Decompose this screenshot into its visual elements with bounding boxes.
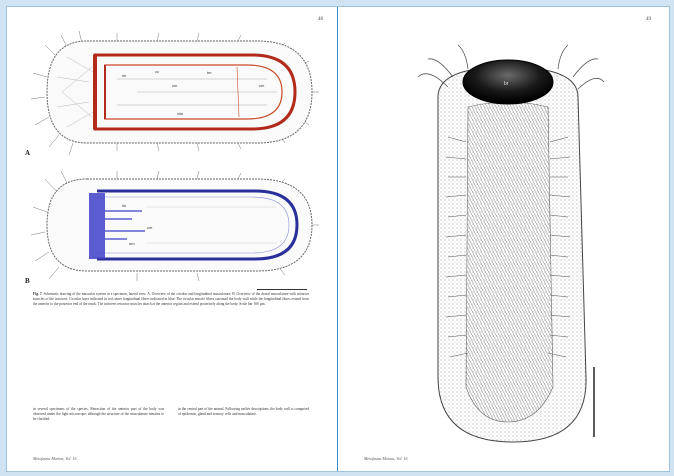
fig-a-label-2: cc bbox=[155, 69, 159, 74]
fig-a-label-5: vlm bbox=[177, 111, 184, 116]
left-footer: Meiofauna Marina, Vol. 16 bbox=[33, 456, 76, 461]
figure-organism: br bbox=[408, 27, 608, 452]
body-column-2: in the central part of the animal. Follo… bbox=[178, 407, 309, 423]
caption-label: Fig. 7. bbox=[33, 292, 43, 296]
fig-a-label-3: cm bbox=[172, 83, 178, 88]
organ-label: br bbox=[504, 81, 509, 87]
left-page-number: 48 bbox=[318, 17, 323, 22]
left-page: 48 lm bbox=[7, 7, 338, 471]
fig-a-label-4: tm bbox=[207, 70, 212, 75]
caption-text: Schematic drawing of the muscular system… bbox=[33, 292, 309, 306]
page-spread: 48 lm bbox=[6, 6, 670, 472]
scale-bar-left bbox=[257, 289, 307, 290]
right-footer: Meiofauna Marina, Vol. 16 bbox=[364, 456, 407, 461]
body-text: in several specimens of the species. Ret… bbox=[33, 407, 309, 423]
fig-a-label-6: cm bbox=[259, 83, 265, 88]
panel-a-label: A bbox=[25, 149, 30, 157]
fig-b-label-1: lm bbox=[122, 203, 127, 208]
fig-a-label-1: lm bbox=[122, 73, 127, 78]
fig-b-label-3: om bbox=[129, 241, 135, 246]
figure-panel-a: lm cc cm tm vlm cm bbox=[27, 27, 327, 157]
figure-caption: Fig. 7. Schematic drawing of the muscula… bbox=[33, 292, 309, 307]
right-page: 49 bbox=[338, 7, 669, 471]
panel-b-label: B bbox=[25, 277, 30, 285]
figure-panel-b: lm cm om bbox=[27, 167, 327, 287]
fig-b-label-2: cm bbox=[147, 225, 153, 230]
body-column-1: in several specimens of the species. Ret… bbox=[33, 407, 164, 423]
right-page-number: 49 bbox=[646, 17, 651, 22]
